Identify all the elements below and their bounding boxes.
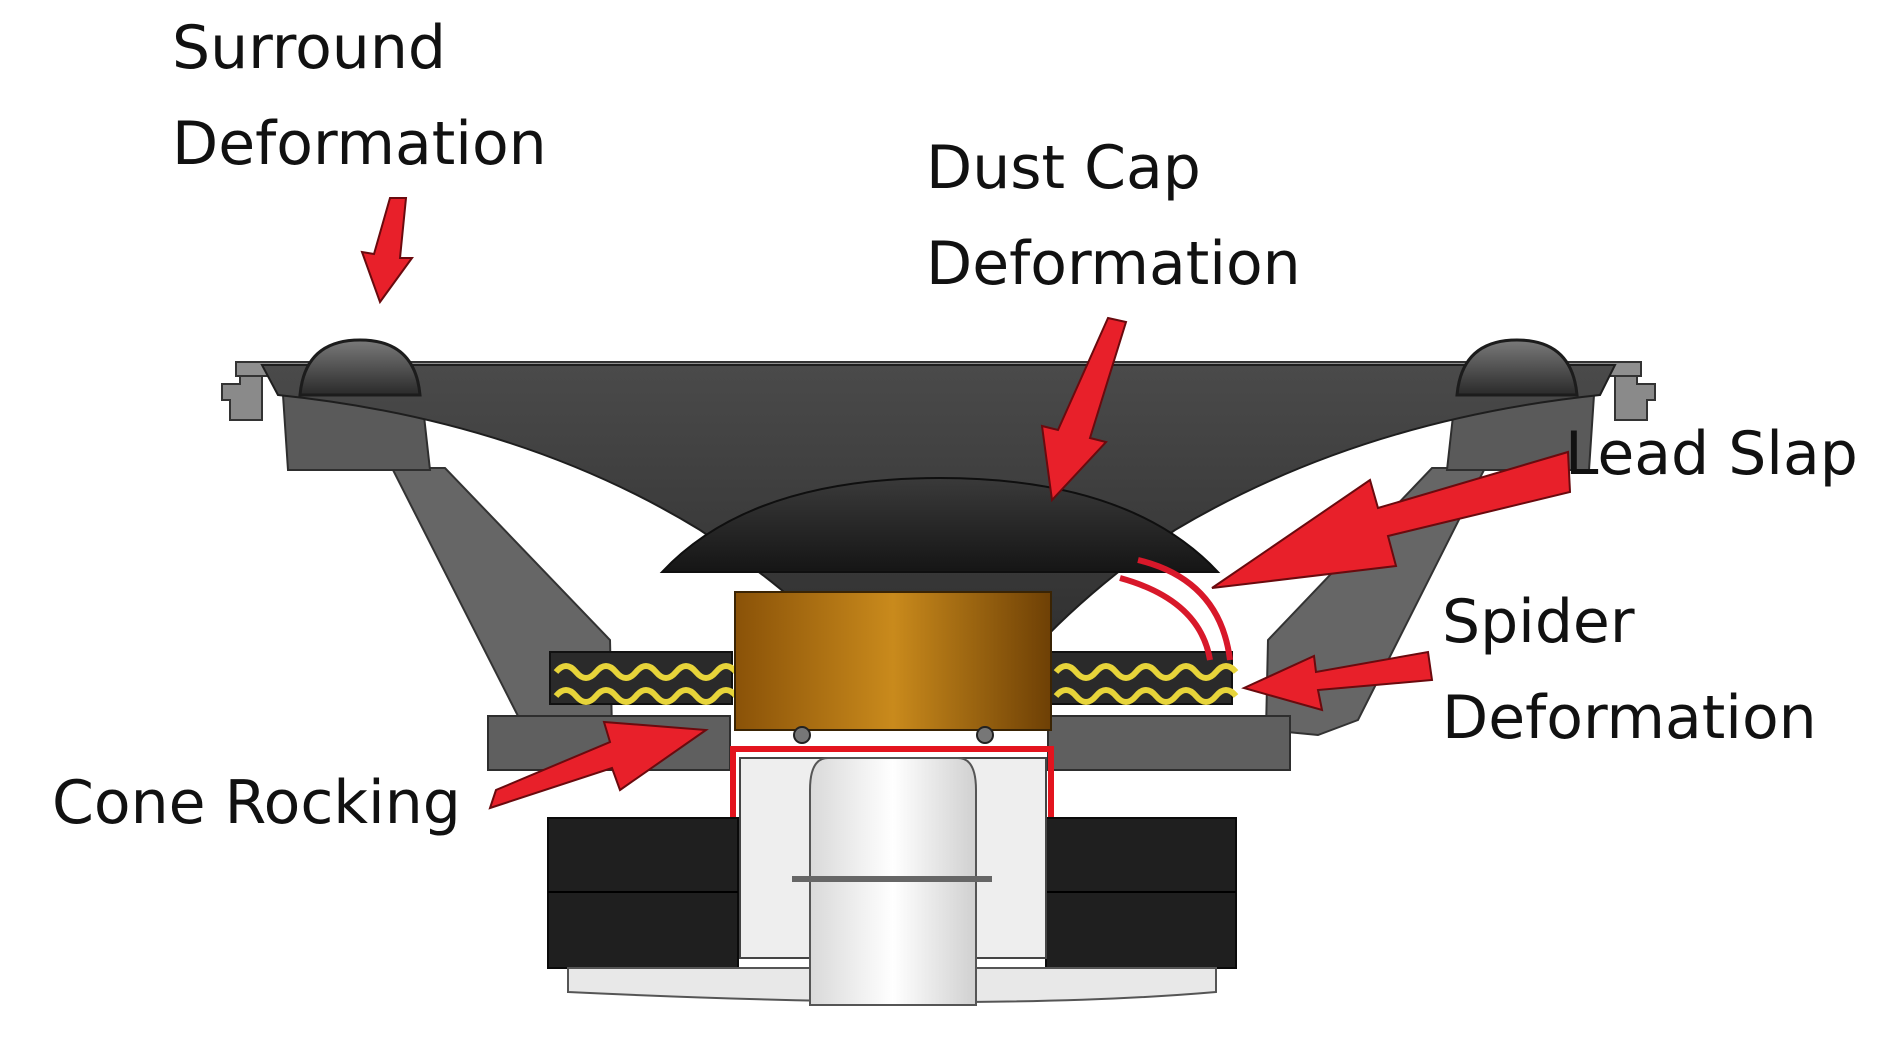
lead-wires [1119,557,1233,661]
spider [549,651,1239,705]
annotation-arrows [360,197,1572,810]
coil-vent-right [976,726,994,744]
label-line: Spider [1442,587,1635,657]
label-spider-deformation: Spider Deformation [1442,574,1817,766]
label-lead-slap: Lead Slap [1565,406,1858,502]
label-line: Deformation [926,229,1301,299]
surround-left [298,338,422,397]
arrow-spider [1241,650,1434,712]
label-line: Lead Slap [1565,419,1858,489]
label-cone-rocking: Cone Rocking [52,755,461,851]
label-line: Surround [172,13,446,83]
spider-fabric-left [553,663,739,705]
surround-right [1455,338,1579,397]
arrow-lead-slap [1211,450,1572,589]
arrow-surround [360,197,414,305]
dust-cap [659,476,1221,573]
top-plate-right [1048,748,1054,858]
spider-fabric-right [1053,663,1239,705]
top-plate-left [730,748,736,858]
label-surround-deformation: Surround Deformation [172,0,547,192]
label-line: Deformation [1442,683,1817,753]
label-line: Deformation [172,109,547,179]
former-line [730,746,1054,752]
voice-coil [734,591,1052,731]
arrow-dust-cap [1040,316,1128,503]
label-dust-cap-deformation: Dust Cap Deformation [926,120,1301,312]
basket-base-right [1047,715,1291,771]
magnet-assembly [547,757,1237,1006]
coil-vent-left [793,726,811,744]
label-line: Dust Cap [926,133,1201,203]
arrow-cone-rocking [488,720,709,810]
label-line: Cone Rocking [52,768,461,838]
